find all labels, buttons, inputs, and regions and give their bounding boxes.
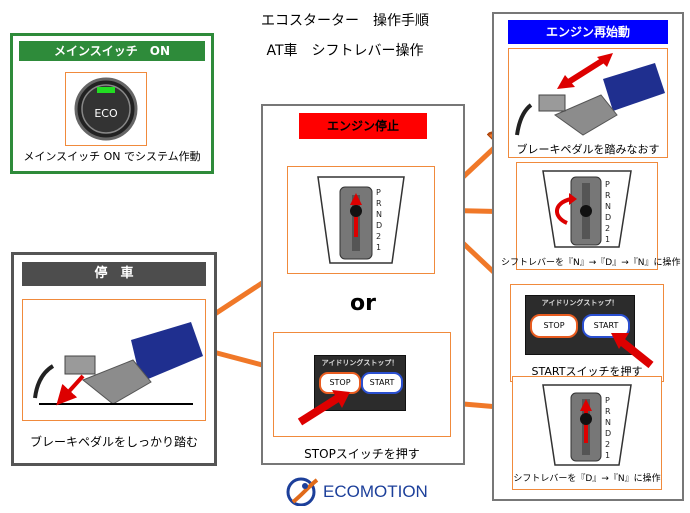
shift-dn-icon: PRN D 2 1	[542, 384, 632, 466]
eco-button-label: ECO	[94, 107, 118, 120]
svg-text:N: N	[605, 202, 611, 211]
svg-text:R: R	[605, 191, 611, 200]
svg-text:P: P	[376, 188, 381, 197]
title-line2: AT車 シフトレバー操作	[266, 43, 424, 59]
press-arrow-icon	[297, 390, 350, 426]
brake-again-caption: ブレーキペダルを踏みなおす	[516, 143, 660, 156]
svg-text:2: 2	[376, 232, 381, 241]
svg-text:P: P	[605, 396, 610, 405]
engine-stop-header: エンジン停止	[299, 113, 427, 139]
panel-title: アイドリングストップ！	[321, 359, 399, 367]
brake-pedal-illustration	[33, 322, 203, 406]
svg-text:D: D	[605, 213, 611, 222]
ecomotion-logo-icon	[286, 477, 319, 506]
engine-restart-header: エンジン再始動	[508, 20, 668, 44]
shift-ndn-caption: シフトレバーを『N』→『D』→『N』に操作	[501, 258, 681, 268]
svg-text:D: D	[605, 429, 611, 438]
panel-title-start: アイドリングストップ！	[541, 299, 619, 307]
stop-box: 停 車 ブレーキペダルをしっかり踏む	[11, 252, 217, 466]
ecomotion-logo: ECOMOTION	[283, 476, 453, 506]
or-label: or	[350, 291, 376, 316]
svg-text:1: 1	[376, 243, 381, 252]
logo-text: ECOMOTION	[323, 482, 428, 501]
shift-ndn-icon: PRN D 2 1	[542, 170, 632, 248]
svg-text:2: 2	[605, 224, 610, 233]
stop-switch-frame: アイドリングストップ！ STOP START STOPスイッチを押す	[273, 332, 451, 461]
stop-header: 停 車	[22, 262, 206, 286]
stop-switch-caption: STOPスイッチを押す	[304, 447, 420, 461]
brake-again-frame: ブレーキペダルを踏みなおす	[508, 48, 668, 158]
svg-text:2: 2	[605, 440, 610, 449]
svg-text:D: D	[376, 221, 382, 230]
page-title: エコスターター 操作手順 AT車 シフトレバー操作	[215, 10, 475, 60]
stop-switch-button-2[interactable]: STOP	[530, 314, 578, 338]
shift-dn-caption: シフトレバーを『D』→『N』に操作	[513, 474, 661, 484]
brake-again-illustration	[515, 53, 665, 136]
svg-text:R: R	[376, 199, 382, 208]
start-switch-frame: アイドリングストップ！ STOP START STARTスイッチを押す	[510, 284, 664, 382]
svg-text:1: 1	[605, 451, 610, 460]
idle-stop-panel-start: アイドリングストップ！ STOP START	[525, 295, 635, 355]
eco-button-icon[interactable]: ECO	[66, 73, 146, 145]
title-line1: エコスターター 操作手順	[261, 13, 429, 29]
eco-switch-frame: ECO	[65, 72, 147, 146]
svg-text:N: N	[376, 210, 382, 219]
stop-caption: ブレーキペダルをしっかり踏む	[29, 435, 198, 449]
brake-image-frame	[22, 299, 206, 421]
main-switch-box: メインスイッチ ON ECO メインスイッチ ON でシステム作動	[10, 33, 214, 174]
start-switch-button[interactable]: START	[361, 372, 403, 394]
svg-text:P: P	[605, 180, 610, 189]
press-arrow-start-icon	[611, 333, 654, 369]
svg-text:R: R	[605, 407, 611, 416]
main-switch-caption: メインスイッチ ON でシステム作動	[23, 150, 201, 163]
svg-text:N: N	[605, 418, 611, 427]
shift-lever-icon: PRN D 2 1	[317, 176, 405, 264]
main-switch-header: メインスイッチ ON	[19, 41, 205, 61]
svg-text:1: 1	[605, 235, 610, 244]
start-switch-caption: STARTスイッチを押す	[531, 365, 643, 378]
